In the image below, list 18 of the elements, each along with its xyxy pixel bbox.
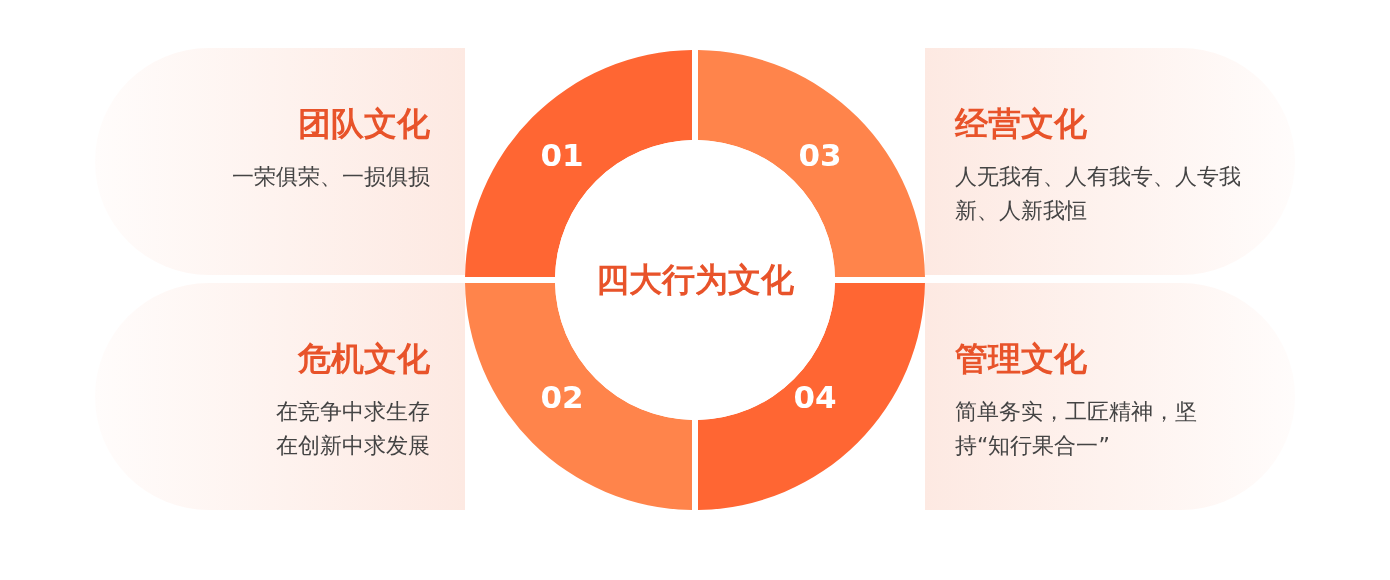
segment-number: 02: [539, 379, 585, 415]
rounded-card: [925, 283, 1295, 510]
segment-number: 01: [539, 137, 585, 173]
segment-number: 03: [797, 137, 843, 173]
segment-number: 04: [792, 379, 838, 415]
card-text: 在竞争中求生存: [275, 398, 430, 426]
card-title: 危机文化: [296, 339, 430, 379]
center-title: 四大行为文化: [595, 260, 795, 300]
card-title: 管理文化: [955, 339, 1088, 379]
card-title: 经营文化: [955, 104, 1088, 144]
rounded-card: [95, 48, 465, 275]
card-text: 简单务实，工匠精神，坚持“知行果合一”: [955, 398, 1198, 460]
card-text: 在创新中求发展: [275, 432, 430, 460]
rounded-card: [925, 48, 1295, 275]
card-text: 一荣俱荣、一损俱损: [231, 163, 430, 191]
card-text: 人无我有、人有我专、人专我新、人新我恒: [955, 163, 1241, 225]
card-title: 团队文化: [297, 104, 430, 144]
rounded-card: [95, 283, 465, 510]
